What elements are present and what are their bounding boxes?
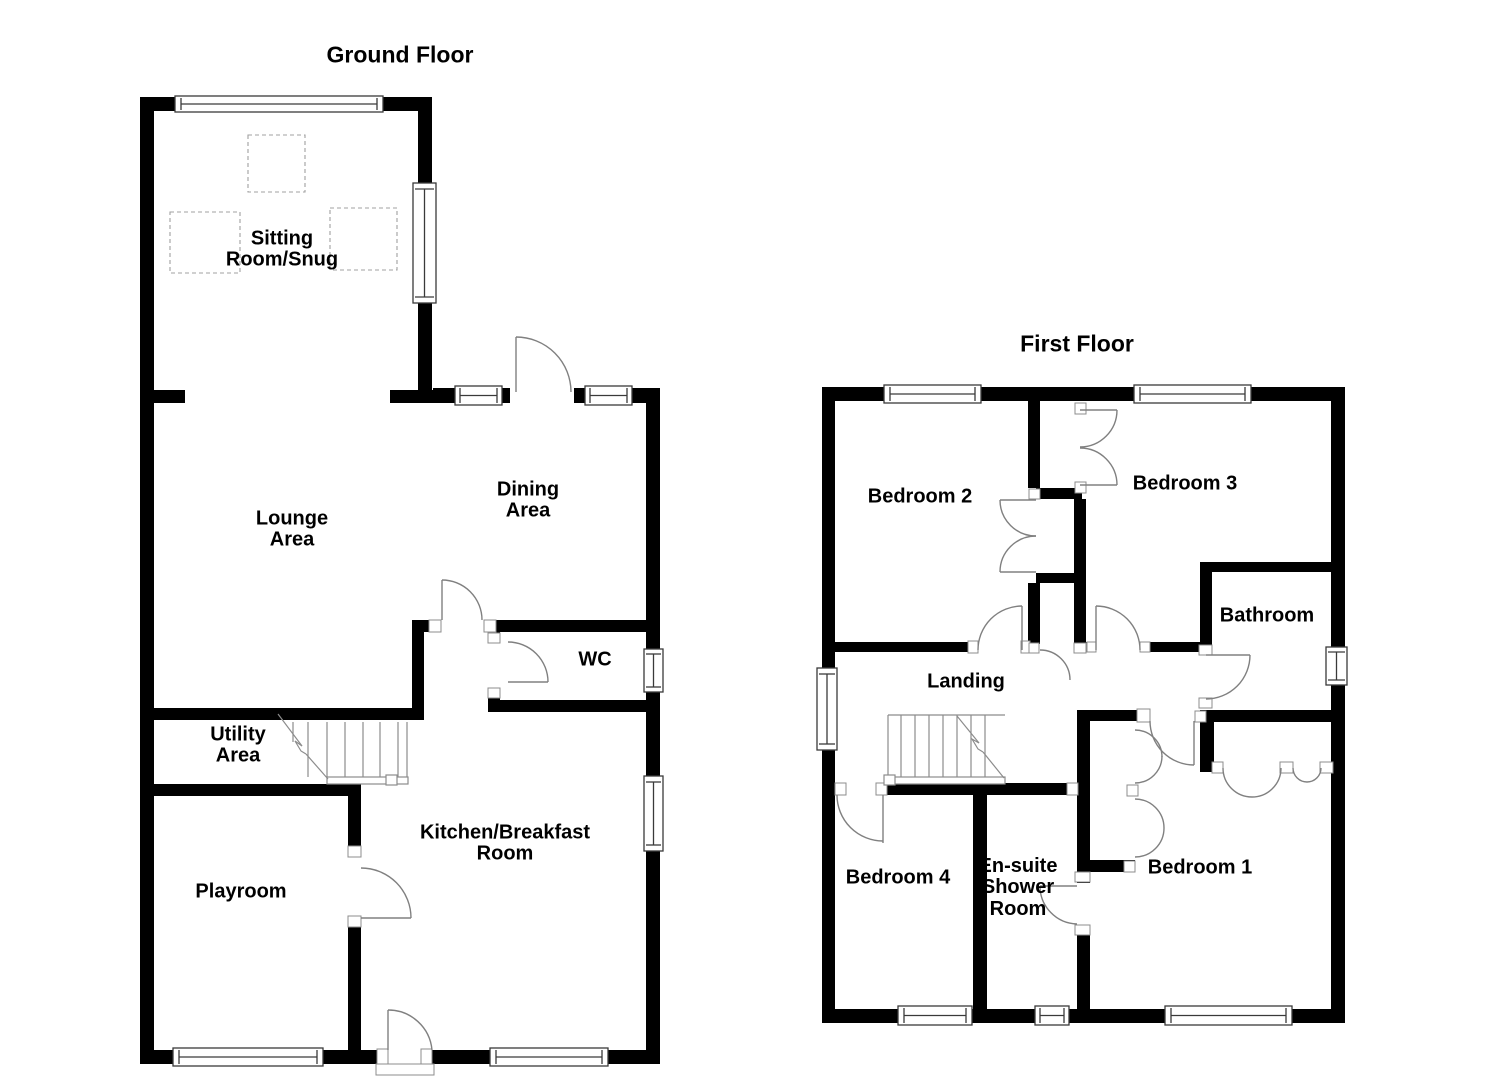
- gf-stairs: [277, 713, 409, 786]
- gf-wall-openings: [346, 386, 574, 1066]
- room-label-bathroom: Bathroom: [1219, 604, 1315, 627]
- room-label-landing: Landing: [927, 670, 1005, 693]
- ff-wall-openings: [1075, 883, 1092, 925]
- gf-doors: [360, 336, 572, 1051]
- room-label-en-suite-shower-room: En-suite Shower Room: [978, 854, 1058, 920]
- room-label-sitting-room-snug: Sitting Room/Snug: [225, 227, 339, 271]
- room-label-bedroom-3: Bedroom 3: [1132, 472, 1238, 495]
- first-floor-title: First Floor: [1020, 330, 1134, 357]
- gf-furniture: [169, 134, 398, 274]
- room-label-dining-area: Dining Area: [496, 478, 560, 522]
- room-label-playroom: Playroom: [195, 880, 287, 903]
- room-label-kitchen-breakfast-room: Kitchen/Breakfast Room: [419, 821, 591, 865]
- room-label-lounge-area: Lounge Area: [255, 507, 329, 551]
- ff-windows: [816, 384, 1348, 1026]
- gf-windows: [172, 95, 664, 1067]
- ground-floor-title: Ground Floor: [326, 41, 474, 68]
- room-label-bedroom-1: Bedroom 1: [1147, 856, 1253, 879]
- ff-doors: [836, 409, 1322, 925]
- room-label-utility-area: Utility Area: [210, 723, 266, 767]
- ff-door-jambs: [834, 402, 1334, 936]
- room-label-bedroom-4: Bedroom 4: [845, 866, 951, 889]
- ff-stairs: [883, 714, 1006, 786]
- room-label-wc: WC: [578, 648, 612, 671]
- room-label-bedroom-2: Bedroom 2: [867, 485, 973, 508]
- gf-door-jambs: [347, 619, 501, 1076]
